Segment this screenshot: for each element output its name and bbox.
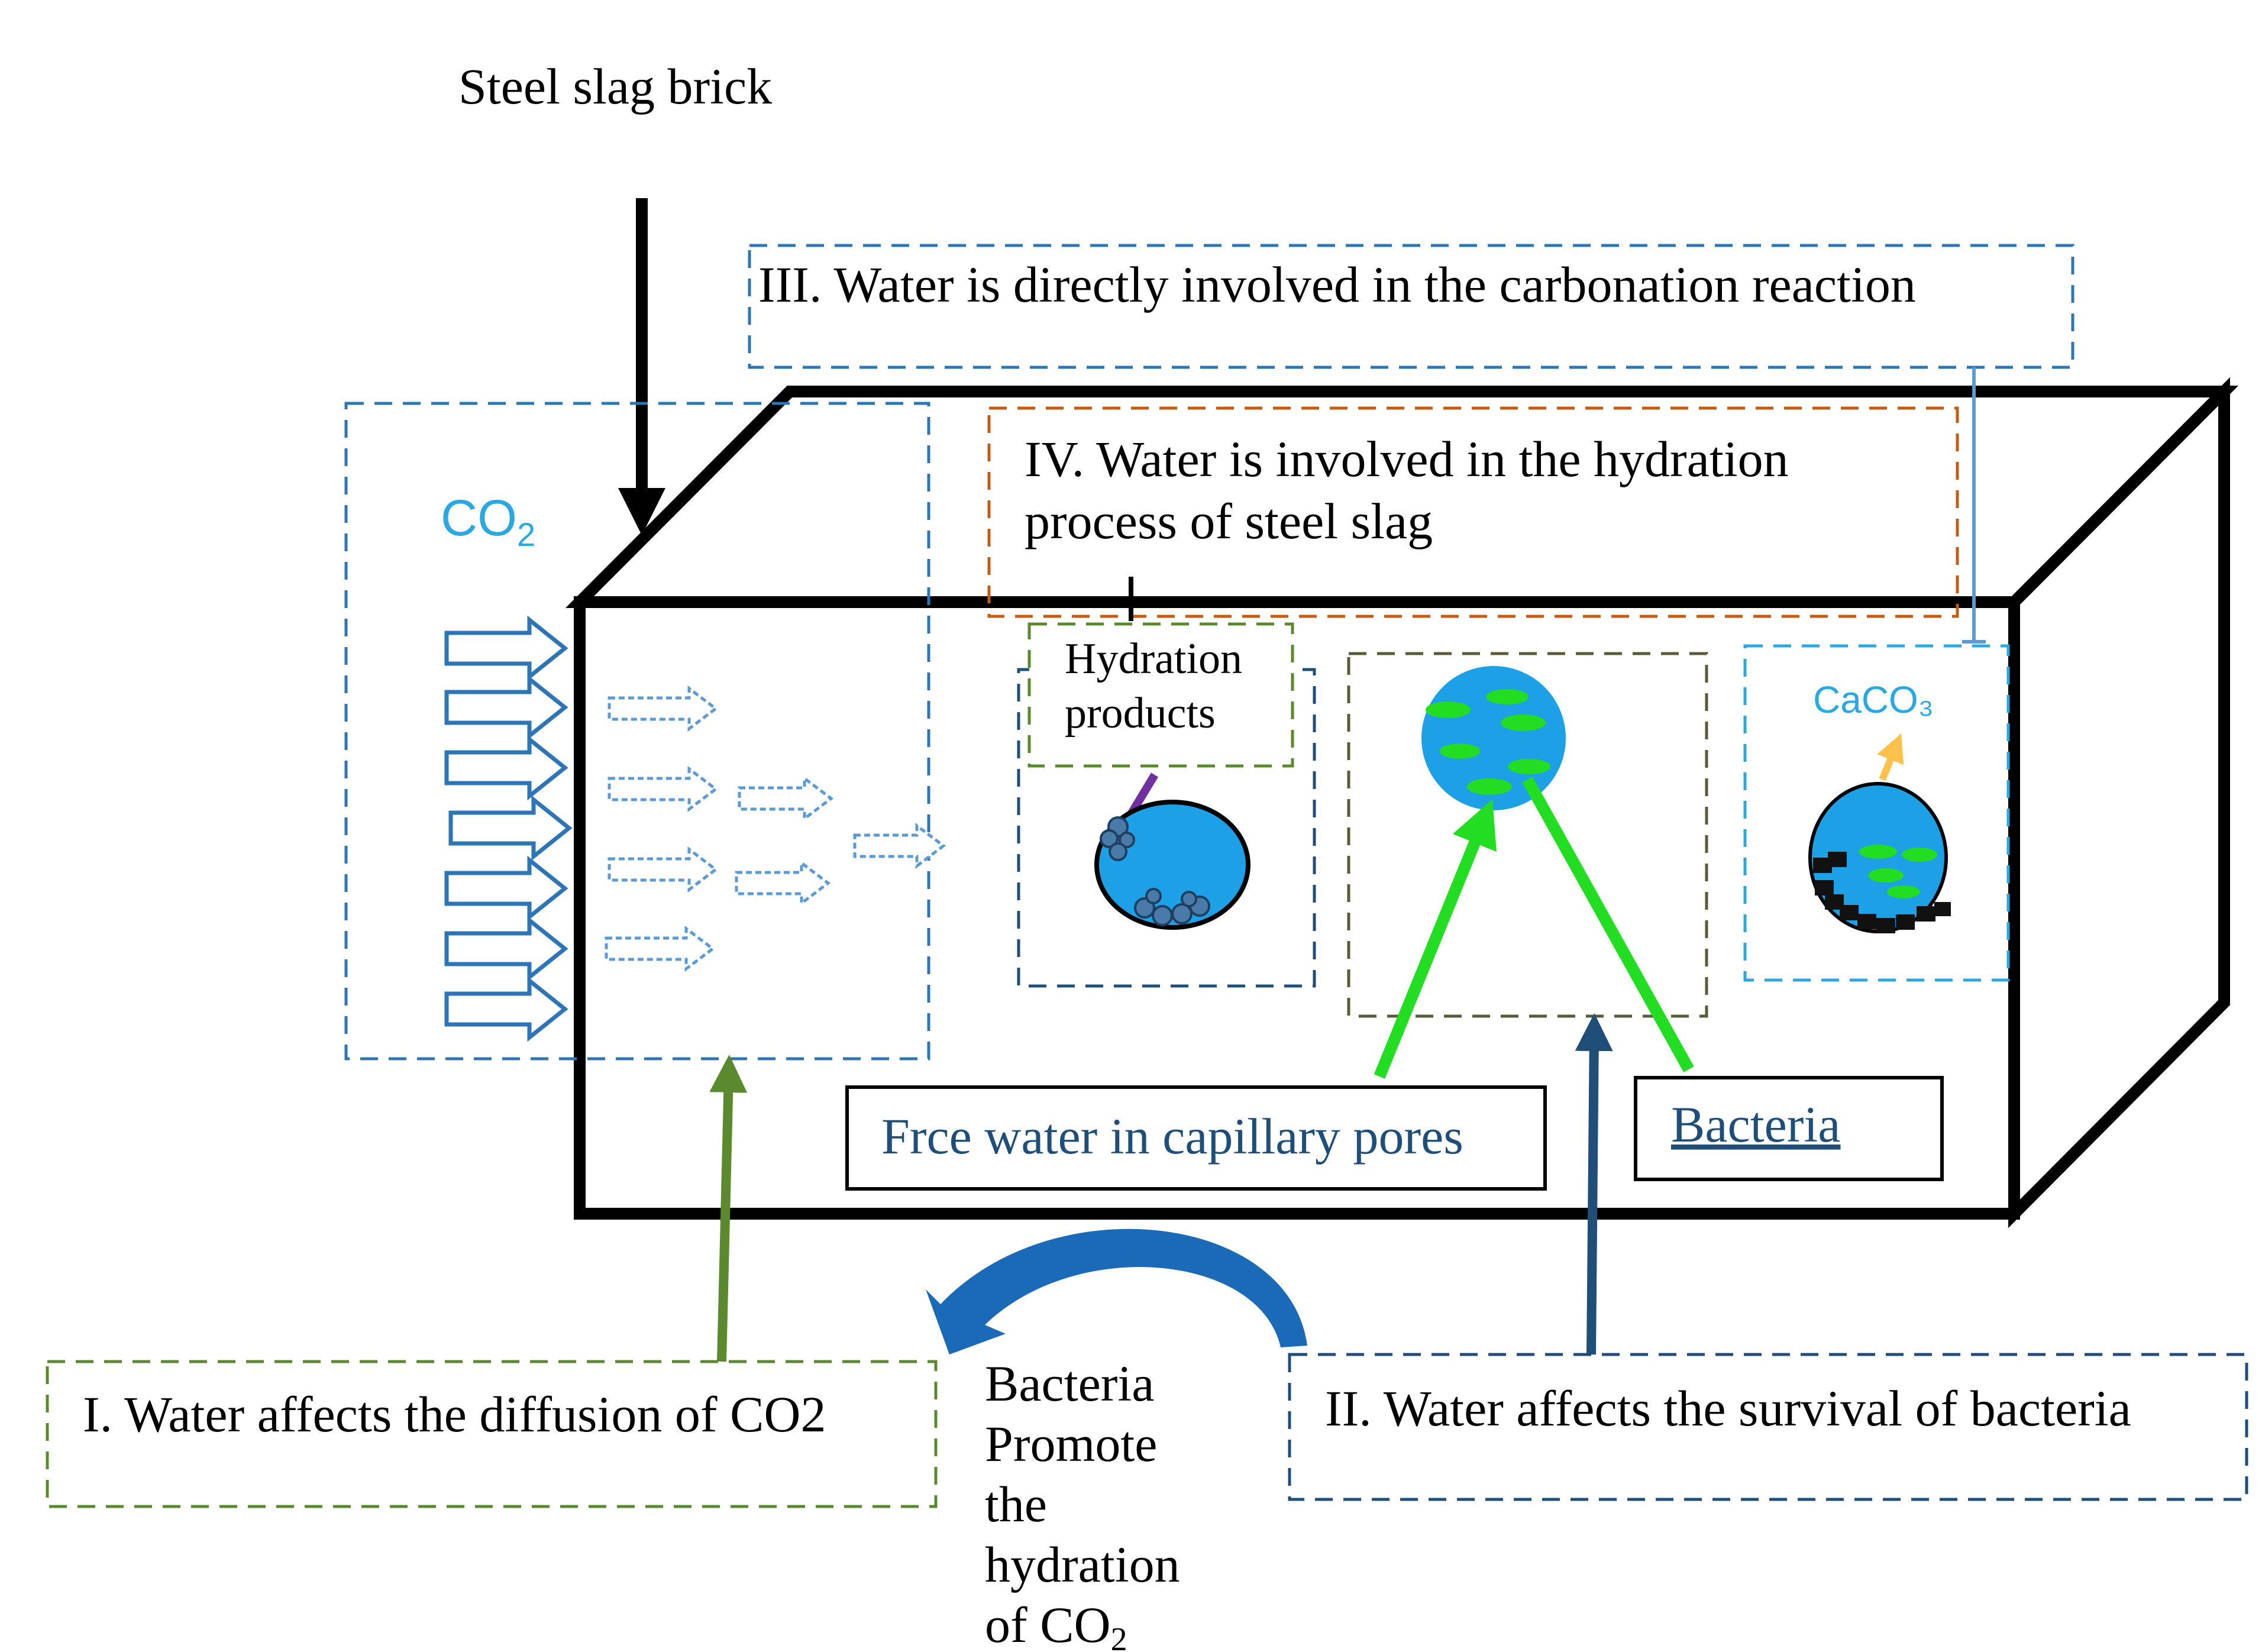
hydration-product-deposits	[1100, 816, 1210, 926]
caco3-pointer-arrow	[1877, 733, 1904, 781]
mechanism-IV-box	[987, 406, 1959, 618]
steel-slag-brick	[565, 377, 2239, 1229]
co2-arrow-solid	[444, 615, 568, 681]
promote-text-line2: Promote	[985, 1415, 1157, 1472]
promote-text-line5: of CO2	[985, 1596, 1127, 1652]
co2-arrow-solid	[444, 735, 568, 801]
mechanism-II-text: II. Water affects the survival of bacter…	[1325, 1380, 2131, 1437]
promote-text-line4: hydration	[985, 1536, 1180, 1593]
brick-front-face	[574, 596, 2020, 1220]
bacteria-region	[1347, 652, 1708, 1018]
promote-text-line3: the	[985, 1476, 1047, 1533]
co2-arrow-dashed	[607, 846, 719, 893]
particle-sphere	[1094, 800, 1250, 930]
co2-flow-arrows	[444, 615, 573, 1042]
caco3-deposits	[1813, 852, 1951, 933]
hydration-products-label-line2: products	[1065, 689, 1216, 738]
co2-arrow-dashed	[605, 925, 716, 972]
free-water-to-bacteria-arrow	[1374, 798, 1497, 1079]
bacteria-inclusions	[1426, 689, 1550, 795]
co2-arrow-solid	[444, 916, 568, 982]
mechanism-IV-text-line2: process of steel slag	[1025, 493, 1433, 549]
promote-text-line1: Bacteria	[985, 1355, 1154, 1412]
co2-arrow-solid	[444, 674, 568, 741]
mechanism-III-text: III. Water is directly involved in the c…	[758, 256, 1916, 313]
caco3-label: CaCO₃	[1813, 678, 1934, 721]
co2-arrow-solid	[448, 795, 573, 861]
co2-flow-arrows-dashed	[605, 685, 946, 972]
mechanism-IV-text-line1: IV. Water is involved in the hydration	[1025, 431, 1789, 487]
mechanism-I-text: I. Water affects the diffusion of CO2	[83, 1386, 826, 1443]
mechanism-II-arrow	[1575, 1013, 1613, 1355]
mechanism-I-arrow	[709, 1055, 748, 1362]
carbonated-inclusions	[1859, 845, 1937, 898]
mechanism-II-box	[1288, 1353, 2248, 1501]
co2-arrow-solid	[444, 976, 568, 1042]
co2-arrow-dashed	[607, 765, 719, 813]
promote-curved-arrow	[926, 1229, 1307, 1354]
co2-diffusion-region	[344, 402, 930, 1061]
co2-arrow-dashed	[853, 822, 946, 869]
bacteria-pointer-line	[1522, 777, 1694, 1072]
co2-arrow-dashed	[738, 775, 834, 822]
free-water-label: Frce water in capillary pores	[881, 1108, 1463, 1165]
hydration-products-box	[1027, 622, 1294, 768]
bacteria-label: Bacteria	[1671, 1096, 1840, 1153]
mechanism-I-box	[46, 1360, 938, 1508]
hydration-products-label-line1: Hydration	[1065, 635, 1242, 683]
co2-arrow-dashed	[735, 859, 831, 907]
diagram-title: Steel slag brick	[458, 58, 772, 115]
co2-label: CO2	[441, 490, 535, 553]
caco3-region	[1743, 644, 2010, 982]
bacteria-sphere	[1421, 666, 1566, 810]
co2-arrow-dashed	[607, 685, 719, 732]
bacteria-label-box	[1634, 1076, 1944, 1181]
carbonated-bacteria-cell	[1808, 782, 1951, 933]
mechanism-III-box	[748, 244, 2074, 369]
free-water-label-box	[845, 1085, 1547, 1191]
co2-arrow-solid	[444, 855, 568, 922]
hydration-particle	[1094, 800, 1250, 930]
bacteria-cell	[1421, 666, 1566, 810]
